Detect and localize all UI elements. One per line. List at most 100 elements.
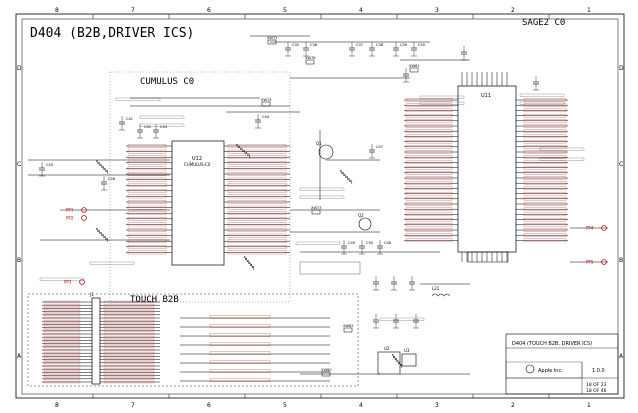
j1-right-net xyxy=(103,310,155,313)
column-label-bottom: 3 xyxy=(435,402,439,409)
j1-right-net xyxy=(103,316,155,320)
j1-right-net xyxy=(103,377,155,380)
j1-left-net xyxy=(43,355,81,358)
u11-left-net xyxy=(405,191,453,196)
company-name: Apple Inc. xyxy=(538,368,563,374)
u11-left-net xyxy=(405,207,453,211)
net-label xyxy=(419,95,465,99)
q2-refdes: Q2 xyxy=(358,213,364,218)
xw-jumper xyxy=(261,101,271,107)
sheet-title: D404 (B2B,DRIVER ICS) xyxy=(30,26,194,41)
capacitor-label: C45 xyxy=(46,163,53,167)
u11-left-net xyxy=(405,98,453,102)
xw-label: XW73 xyxy=(311,206,322,210)
xw-jumper xyxy=(305,59,315,65)
u11-left-net xyxy=(405,212,453,217)
j1-right-net xyxy=(103,355,155,358)
row-label-right: A xyxy=(619,353,624,360)
resistor xyxy=(95,227,109,243)
u11-left-net xyxy=(405,124,453,128)
j1-right-net xyxy=(103,313,155,316)
u12-left-net xyxy=(127,189,167,193)
u12-left-net xyxy=(127,239,167,243)
u12-right-net xyxy=(227,250,287,255)
u12-left-net xyxy=(127,166,167,171)
u11-left-net xyxy=(405,171,453,175)
resistor xyxy=(235,143,251,159)
net-label xyxy=(419,101,465,105)
u11-right-net xyxy=(523,217,567,222)
u12-right-net xyxy=(227,217,287,221)
row-label-right: B xyxy=(619,257,623,264)
u12-cumulus-ic xyxy=(171,140,225,266)
u12-refdes: U12 xyxy=(192,156,202,162)
u11-left-net xyxy=(405,181,453,185)
touch-net-label xyxy=(209,342,271,346)
u11-left-net xyxy=(405,176,453,180)
capacitor-label: C44 xyxy=(262,115,270,119)
column-label-bottom: 4 xyxy=(359,402,363,409)
touch-net-label xyxy=(209,369,271,373)
u11-right-net xyxy=(523,155,567,159)
drawing-frame xyxy=(21,18,619,395)
touch-net-label xyxy=(209,351,271,355)
xw-label: XW76 xyxy=(305,56,316,60)
u12-part: CUMULUS-C0 xyxy=(184,162,211,167)
j1-right-net xyxy=(103,332,155,336)
q1-refdes: Q1 xyxy=(316,141,322,146)
net-label xyxy=(89,261,135,265)
j1-left-net xyxy=(43,300,81,304)
xw-label: XW81 xyxy=(409,64,420,68)
row-label-right: D xyxy=(619,65,624,72)
touch-block-title: TOUCH B2B xyxy=(130,295,179,305)
u3-ic xyxy=(401,353,417,367)
j1-refdes: J1 xyxy=(89,292,94,297)
column-label-top: 3 xyxy=(435,7,439,14)
j1-touch-connector xyxy=(91,297,101,385)
u12-right-net xyxy=(227,245,287,249)
u2-refdes: U2 xyxy=(384,346,390,351)
u11-right-net xyxy=(523,165,567,170)
u12-left-net xyxy=(127,250,167,255)
u11-left-net xyxy=(405,145,453,149)
j1-left-net xyxy=(43,358,81,361)
j1-left-net xyxy=(43,368,81,371)
revision: 1.0.0 xyxy=(592,368,605,374)
u12-left-net xyxy=(127,155,167,159)
capacitor-label: C39 xyxy=(400,43,408,47)
j1-right-net xyxy=(103,368,155,371)
j1-right-net xyxy=(103,320,155,323)
j1-right-net xyxy=(103,352,155,355)
u11-right-net xyxy=(523,197,567,201)
u11-left-net xyxy=(405,160,453,165)
xw-label: XW71 xyxy=(267,36,278,40)
j1-left-net xyxy=(43,348,81,352)
j1-left-net xyxy=(43,352,81,355)
capacitor-label: C35 xyxy=(292,43,299,47)
row-label-right: C xyxy=(619,161,623,168)
u11-left-net xyxy=(405,233,453,237)
j1-right-net xyxy=(103,336,155,339)
u11-right-net xyxy=(523,238,567,243)
cumulus-region xyxy=(109,71,291,303)
j1-right-net xyxy=(103,380,155,384)
u11-left-net xyxy=(405,139,453,144)
u12-left-net xyxy=(127,161,167,165)
u11-left-net xyxy=(405,129,453,133)
j1-left-net xyxy=(43,304,81,307)
j1-left-net xyxy=(43,332,81,336)
u11-left-net xyxy=(405,202,453,206)
net-label xyxy=(539,157,585,161)
row-label-left: D xyxy=(17,65,22,72)
j1-left-net xyxy=(43,313,81,316)
u11-pins xyxy=(405,98,567,243)
j1-left-net xyxy=(43,364,81,368)
capacitor-label: C49 xyxy=(348,241,356,245)
u11-right-net xyxy=(523,233,567,237)
u12-left-net xyxy=(127,245,167,249)
j1-left-net xyxy=(43,320,81,323)
j1-left-net xyxy=(43,310,81,313)
